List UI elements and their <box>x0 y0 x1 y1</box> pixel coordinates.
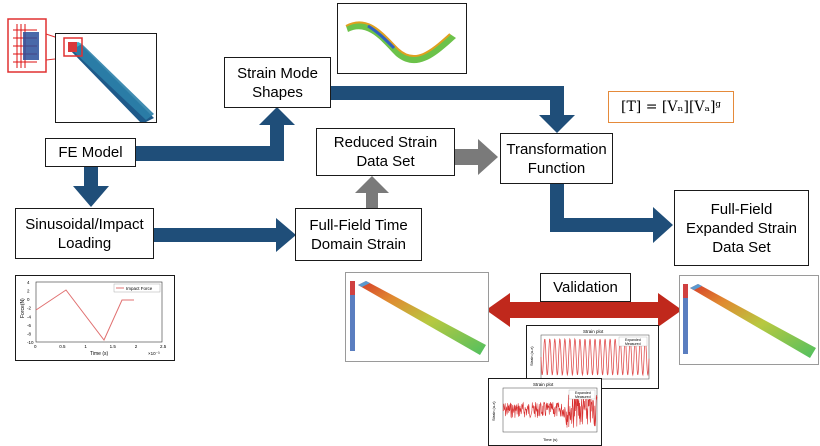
impact-y-tick: -10 <box>27 340 34 345</box>
impact-y-tick: 4 <box>27 280 30 285</box>
strain-mode-shape-image <box>337 3 467 74</box>
impact-strain-curve <box>502 392 598 428</box>
fe-model-box: FE Model <box>45 138 136 167</box>
fe-model-beam-image <box>55 33 157 123</box>
sine-legend-measured: Measured <box>625 342 641 346</box>
validation-beam-left <box>345 272 489 362</box>
arrow-loading-to-fullfield <box>154 218 296 252</box>
impact-force-plot: Impact Force Force(N) Time (s) ×10⁻³ 0 0.… <box>15 275 175 361</box>
arrow-validation <box>486 293 682 327</box>
impact-x-tick: 2 <box>135 344 138 349</box>
impact-strain-xlabel: Time (s) <box>543 437 558 442</box>
sinusoidal-loading-box: Sinusoidal/Impact Loading <box>15 208 154 259</box>
impact-x-tick: 2.5 <box>160 344 167 349</box>
impact-force-line <box>35 289 134 341</box>
arrow-fe-to-strain-modes <box>136 107 295 161</box>
expanded-strain-box: Full-Field Expanded Strain Data Set <box>674 190 809 266</box>
impact-y-tick: -6 <box>27 323 31 328</box>
impact-y-tick: 2 <box>27 289 30 294</box>
impact-x-tick: 1.5 <box>110 344 117 349</box>
sine-plot-title: Strain plot <box>583 329 604 334</box>
full-field-time-box: Full-Field Time Domain Strain <box>295 208 422 261</box>
impact-x-ticks: 0 0.5 1 1.5 2 2.5 <box>34 344 167 349</box>
sine-ylabel: Strain (u-ε) <box>529 346 534 366</box>
impact-x-exponent: ×10⁻³ <box>148 351 160 356</box>
impact-x-tick: 0.5 <box>59 344 66 349</box>
arrow-fe-to-loading <box>73 166 109 207</box>
strain-plot-impact: Strain plot Expanded Measured Strain (u-… <box>488 378 602 446</box>
impact-strain-title: Strain plot <box>533 382 554 387</box>
impact-legend-label: Impact Force <box>126 286 153 291</box>
impact-y-tick: -2 <box>27 306 31 311</box>
mesh-detail-icon <box>7 18 47 73</box>
reduced-strain-box: Reduced Strain Data Set <box>316 128 455 176</box>
sine-strain-curve <box>540 337 650 377</box>
impact-y-ticks: 4 2 0 -2 -4 -6 -8 -10 <box>27 280 34 345</box>
validation-box: Validation <box>540 273 631 302</box>
impact-xlabel: Time (s) <box>90 351 108 357</box>
transformation-function-box: Transformation Function <box>500 133 613 184</box>
arrow-strain-modes-to-transformation <box>331 86 575 133</box>
impact-legend-expanded: Expanded <box>575 391 591 395</box>
strain-mode-shapes-box: Strain Mode Shapes <box>224 57 331 108</box>
impact-ylabel: Force(N) <box>20 298 26 318</box>
impact-x-tick: 1 <box>84 344 87 349</box>
arrow-transformation-to-expanded <box>550 182 673 243</box>
impact-strain-ylabel: Strain (u-ε) <box>491 401 496 421</box>
impact-y-tick: -4 <box>27 314 31 319</box>
transformation-formula: [T] = [Vₙ][Vₐ]ᵍ <box>608 91 734 123</box>
arrow-reduced-to-transformation <box>455 139 498 175</box>
impact-y-tick: -8 <box>27 331 31 336</box>
impact-legend-measured: Measured <box>575 395 591 399</box>
arrow-fullfield-to-reduced <box>355 176 389 208</box>
impact-y-tick: 0 <box>27 297 30 302</box>
impact-x-tick: 0 <box>34 344 37 349</box>
sine-legend-expanded: Expanded <box>625 338 641 342</box>
validation-beam-right <box>679 275 819 365</box>
